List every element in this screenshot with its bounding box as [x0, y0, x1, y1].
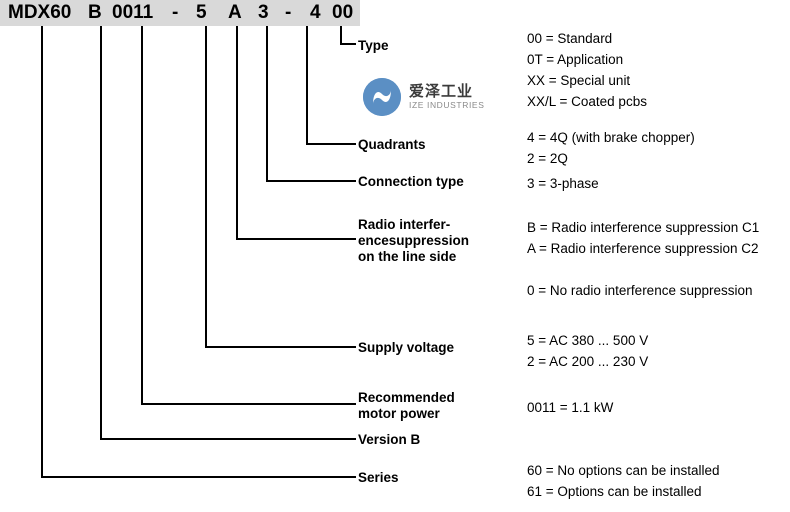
option-list-quadrants: 4 = 4Q (with brake chopper) 2 = 2Q [527, 127, 695, 169]
leader-line-vertical [266, 26, 268, 182]
code-segment: MDX60 [8, 2, 72, 23]
option-list-type: 00 = Standard 0T = Application XX = Specia… [527, 28, 647, 112]
field-label-quadrants: Quadrants [358, 137, 426, 152]
leader-line-vertical [205, 26, 207, 348]
leader-line-horizontal [340, 43, 356, 45]
option-list-supply-voltage: 5 = AC 380 ... 500 V 2 = AC 200 ... 230 V [527, 330, 648, 372]
leader-line-horizontal [205, 346, 356, 348]
option-line: XX = Special unit [527, 73, 631, 88]
code-segment: - [285, 2, 292, 23]
leader-line-vertical [340, 26, 342, 45]
leader-line-vertical [141, 26, 143, 405]
code-segment: B [88, 2, 102, 23]
option-line: 61 = Options can be installed [527, 484, 702, 499]
option-spacer [527, 259, 759, 280]
code-segment: 4 [310, 2, 321, 23]
leader-line-vertical [100, 26, 102, 440]
leader-line-horizontal [41, 476, 356, 478]
option-list-radio-interference-suppression: B = Radio interference suppression C1 A =… [527, 217, 759, 301]
code-segment: 5 [196, 2, 207, 23]
leader-line-vertical [41, 26, 43, 478]
option-line: 4 = 4Q (with brake chopper) [527, 130, 695, 145]
product-code-bar [0, 0, 360, 26]
option-line: 00 = Standard [527, 31, 613, 46]
field-label-recommended-motor-power: Recommended motor power [358, 390, 455, 421]
ize-industries-watermark: 爱泽工业 IZE INDUSTRIES [363, 78, 484, 116]
option-line: 2 = AC 200 ... 230 V [527, 354, 649, 369]
option-line: XX/L = Coated pcbs [527, 94, 647, 109]
option-line: 3 = 3-phase [527, 176, 599, 191]
option-line: B = Radio interference suppression C1 [527, 220, 760, 235]
option-line: 60 = No options can be installed [527, 463, 720, 478]
option-line: 0 = No radio interference suppression [527, 283, 753, 298]
code-segment: A [228, 2, 242, 23]
code-segment: 0011 [112, 2, 154, 23]
leader-line-vertical [236, 26, 238, 240]
option-line: 0T = Application [527, 52, 624, 67]
field-label-type: Type [358, 38, 389, 53]
leader-line-horizontal [100, 438, 356, 440]
option-line: A = Radio interference suppression C2 [527, 241, 759, 256]
logo-text: 爱泽工业 IZE INDUSTRIES [409, 83, 484, 111]
option-list-recommended-motor-power: 0011 = 1.1 kW [527, 397, 613, 418]
leader-line-horizontal [141, 403, 356, 405]
leader-line-horizontal [236, 238, 356, 240]
field-label-radio-interference-suppression: Radio interfer- encesuppression on the l… [358, 217, 470, 264]
field-label-series: Series [358, 470, 399, 485]
code-segment: - [172, 2, 179, 23]
ize-wave-mark-icon [363, 78, 401, 116]
option-line: 2 = 2Q [527, 151, 568, 166]
code-segment: 00 [332, 2, 354, 23]
field-label-supply-voltage: Supply voltage [358, 340, 455, 355]
logo-chinese-name: 爱泽工业 [409, 83, 474, 100]
logo-english-name: IZE INDUSTRIES [409, 100, 485, 110]
leader-line-horizontal [266, 180, 356, 182]
option-line: 5 = AC 380 ... 500 V [527, 333, 649, 348]
leader-line-horizontal [306, 143, 356, 145]
field-label-connection-type: Connection type [358, 174, 464, 189]
option-list-connection-type: 3 = 3-phase [527, 173, 599, 194]
option-list-series: 60 = No options can be installed 61 = Opt… [527, 460, 720, 502]
leader-line-vertical [306, 26, 308, 145]
code-segment: 3 [258, 2, 269, 23]
field-label-version-b: Version B [358, 432, 421, 447]
option-line: 0011 = 1.1 kW [527, 400, 614, 415]
